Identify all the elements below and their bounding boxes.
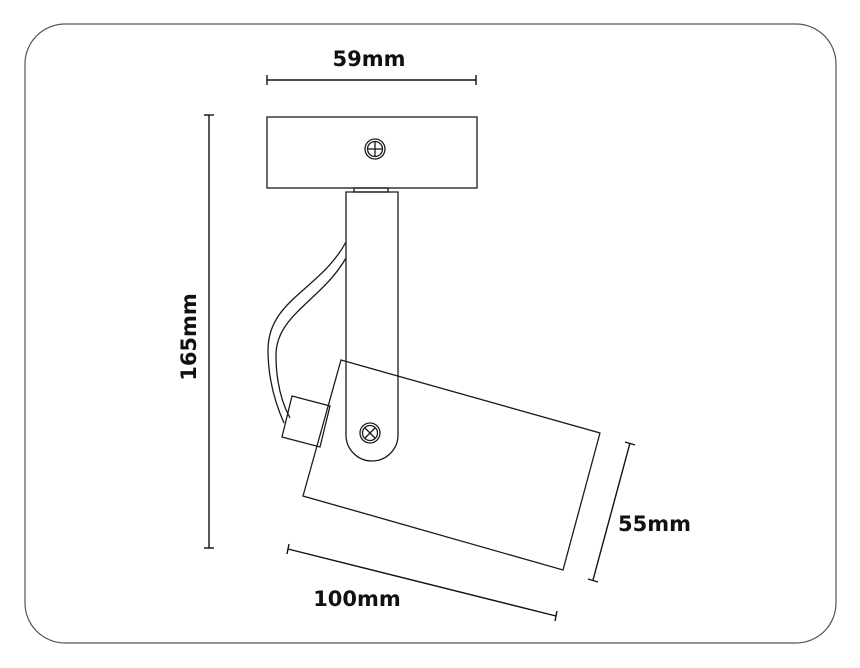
- plate-screw-icon: [364, 138, 386, 160]
- swivel-arm: [345, 191, 399, 462]
- mounting-plate: [266, 116, 478, 189]
- cable-connector: [281, 395, 331, 448]
- dimension-label-head-length: 100mm: [313, 587, 401, 611]
- dimension-head-diameter: 55mm: [587, 441, 691, 583]
- power-cable: [267, 241, 347, 424]
- arm-screw-icon: [359, 422, 381, 444]
- dimension-height: 165mm: [177, 114, 214, 549]
- frame-border: [24, 23, 837, 644]
- dimension-label-head-diameter: 55mm: [618, 512, 691, 536]
- dimension-label-width: 59mm: [333, 47, 406, 71]
- dimension-width-top: 59mm: [266, 47, 477, 85]
- dimension-head-length: 100mm: [286, 543, 558, 622]
- lamp-head: [302, 359, 601, 571]
- dimension-label-height: 165mm: [177, 293, 201, 381]
